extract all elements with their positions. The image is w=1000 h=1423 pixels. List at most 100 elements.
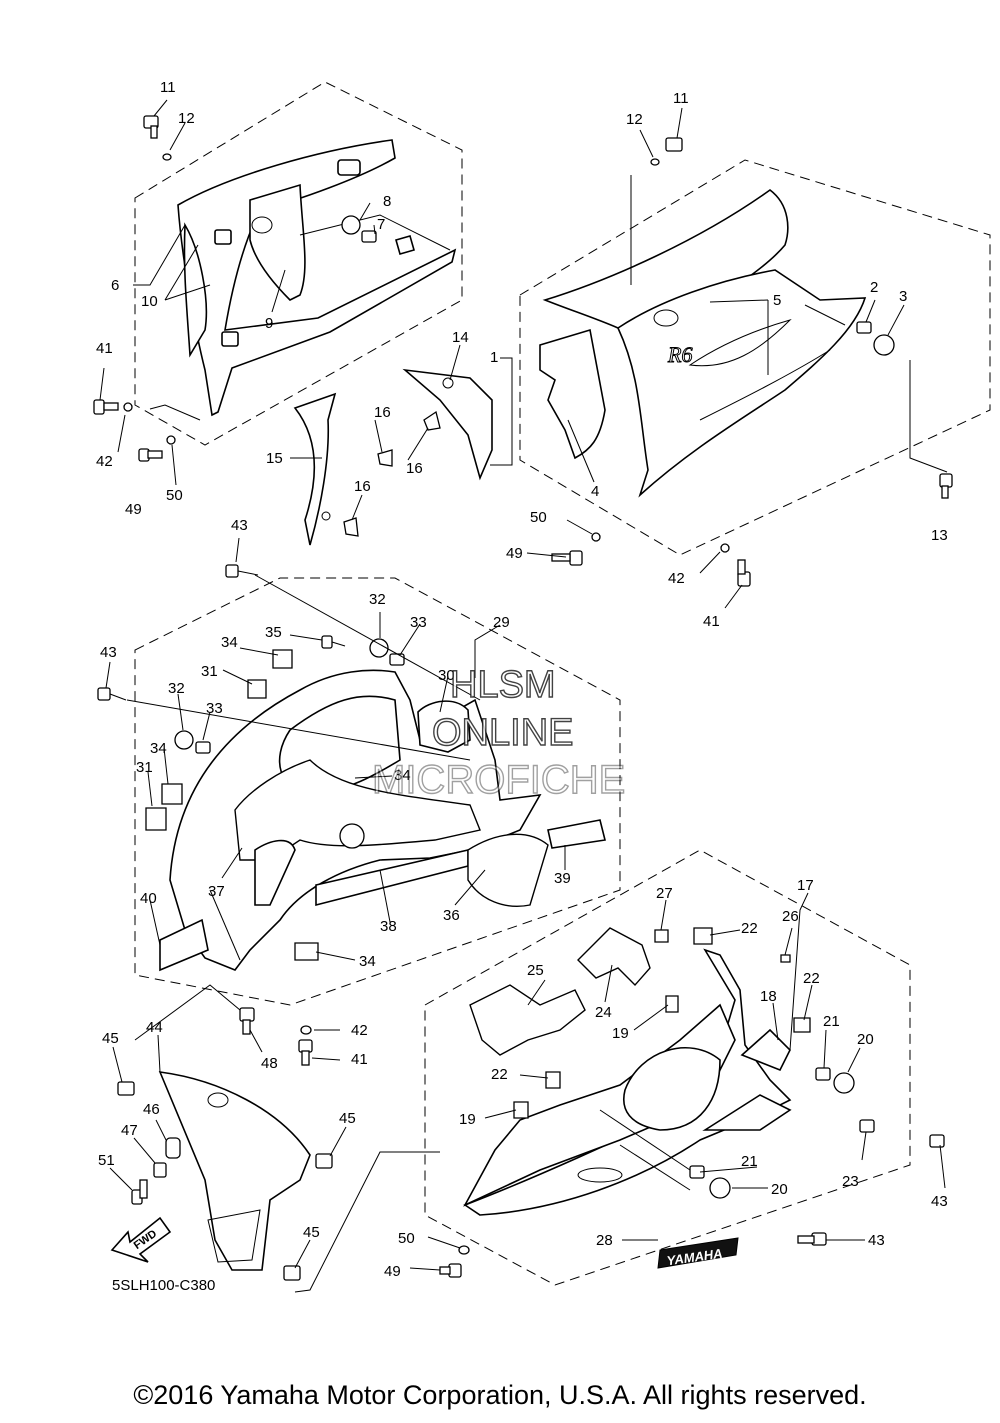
watermark-line2: ONLINE [432,712,573,754]
hardware-upper-left [93,115,377,462]
callout-22b: 22 [803,970,820,987]
callout-23: 23 [842,1173,859,1190]
callout-31b: 31 [136,759,153,776]
callout-43c: 43 [931,1193,948,1210]
callout-16c: 16 [354,478,371,495]
callout-33b: 33 [206,700,223,717]
leader-lines [99,99,948,1293]
assembly-outlines [134,81,991,1286]
callout-16a: 16 [374,404,391,421]
callout-34a: 34 [221,634,238,651]
model-mark: R6 [667,342,692,367]
callout-44: 44 [146,1019,163,1036]
watermark-line3: MICROFICHE [372,758,625,802]
air-duct-left [117,1071,333,1281]
callout-22c: 22 [491,1066,508,1083]
callout-2: 2 [870,279,878,296]
yamaha-emblem: YAMAHA [657,1237,739,1269]
callout-28: 28 [596,1232,613,1249]
callout-42b: 42 [668,570,685,587]
callout-41: 41 [96,340,113,357]
callout-20b: 20 [771,1181,788,1198]
callout-12: 12 [178,110,195,127]
callout-24: 24 [595,1004,612,1021]
callout-36: 36 [443,907,460,924]
callout-18: 18 [760,988,777,1005]
callout-21a: 21 [823,1013,840,1030]
callout-4: 4 [591,483,599,500]
side-cowling-right-assembly: R6 [539,189,867,498]
callout-11: 11 [160,79,176,96]
callout-15: 15 [266,450,283,467]
callout-32a: 32 [369,591,386,608]
callout-50c: 50 [398,1230,415,1247]
callout-14: 14 [452,329,469,346]
callout-9: 9 [265,315,273,332]
callout-10: 10 [141,293,158,310]
callout-51: 51 [98,1152,115,1169]
inner-brackets [293,368,493,546]
callout-17: 17 [797,877,814,894]
watermark: HLSM ONLINE MICROFICHE [371,663,626,802]
hardware-front-cowling [97,564,405,1066]
under-cowling-assembly [439,927,945,1278]
callout-45c: 45 [303,1224,320,1241]
callout-31a: 31 [201,663,218,680]
callout-32b: 32 [168,680,185,697]
callout-29: 29 [493,614,510,631]
callout-19a: 19 [612,1025,629,1042]
callout-50: 50 [166,487,183,504]
callout-48: 48 [261,1055,278,1072]
callout-5: 5 [773,292,781,309]
callout-20a: 20 [857,1031,874,1048]
diagram-code: 5SLH100-C380 [112,1277,215,1294]
callout-47: 47 [121,1122,138,1139]
callout-49b: 49 [506,545,523,562]
callout-19b: 19 [459,1111,476,1128]
callout-34b: 34 [150,740,167,757]
callout-21b: 21 [741,1153,758,1170]
hardware-upper-right [551,137,953,587]
callout-13: 13 [931,527,948,544]
callout-49: 49 [125,501,142,518]
callout-6: 6 [111,277,119,294]
callout-41b: 41 [703,613,720,630]
callout-42: 42 [96,453,113,470]
callout-labels: 11 12 8 7 6 10 9 41 42 49 50 15 16 16 16… [96,79,948,1280]
callout-34c: 34 [394,767,411,784]
callout-11b: 11 [673,90,689,107]
callout-12b: 12 [626,111,643,128]
callout-27: 27 [656,885,673,902]
callout-16b: 16 [406,460,423,477]
callout-7: 7 [377,216,385,233]
callout-37: 37 [208,883,225,900]
front-cowling-assembly [159,669,606,972]
callout-42c: 42 [351,1022,368,1039]
callout-26: 26 [782,908,799,925]
callout-43b: 43 [100,644,117,661]
callout-43a: 43 [231,517,248,534]
callout-34d: 34 [359,953,376,970]
callout-45b: 45 [339,1110,356,1127]
callout-40: 40 [140,890,157,907]
callout-43d: 43 [868,1232,885,1249]
watermark-line1: HLSM [450,664,556,706]
forward-arrow-icon: FWD [110,1216,172,1263]
callout-22a: 22 [741,920,758,937]
callout-38: 38 [380,918,397,935]
callout-8: 8 [383,193,391,210]
copyright-notice: ©2016 Yamaha Motor Corporation, U.S.A. A… [133,1380,867,1410]
callout-46: 46 [143,1101,160,1118]
callout-49c: 49 [384,1263,401,1280]
callout-3: 3 [899,288,907,305]
callout-25: 25 [527,962,544,979]
callout-39: 39 [554,870,571,887]
callout-33a: 33 [410,614,427,631]
side-cowling-left-assembly [177,139,457,417]
callout-35: 35 [265,624,282,641]
callout-50b: 50 [530,509,547,526]
callout-30: 30 [438,667,455,684]
callout-45a: 45 [102,1030,119,1047]
callout-1: 1 [490,349,498,366]
